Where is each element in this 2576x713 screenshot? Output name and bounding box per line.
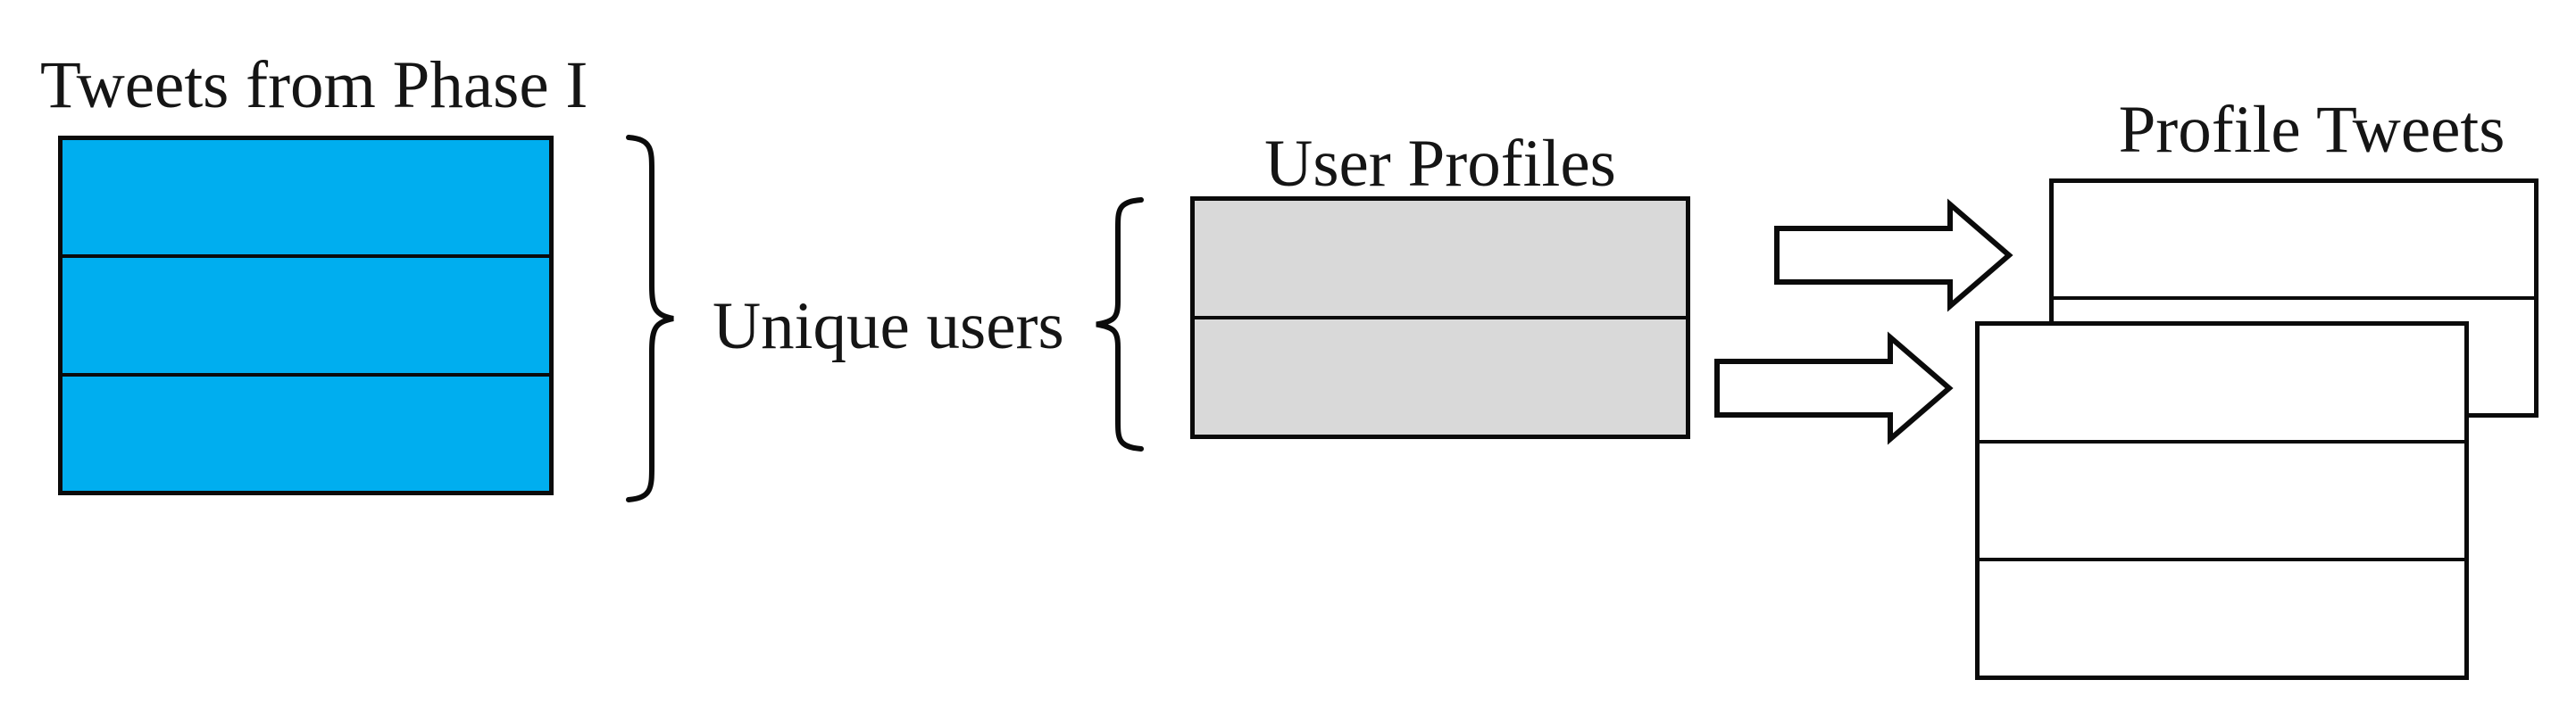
- left-curly-brace-icon: [1091, 196, 1145, 452]
- box-row: [63, 372, 549, 491]
- box-row: [1195, 316, 1686, 435]
- user-profiles-label: User Profiles: [1264, 127, 1616, 201]
- box-row: [1980, 326, 2464, 440]
- box-row: [1195, 201, 1686, 316]
- box-row: [2054, 296, 2534, 413]
- box-row: [1980, 558, 2464, 676]
- box-row: [2054, 183, 2534, 296]
- tweets-phase1-label: Tweets from Phase I: [40, 48, 588, 122]
- arrow-right-icon-top: [1774, 198, 2013, 312]
- box-row: [63, 254, 549, 372]
- tweets-phase1-box: [58, 136, 554, 495]
- arrow-right-icon-bottom: [1714, 331, 1954, 445]
- profile-tweets-box-front: [1975, 321, 2469, 680]
- unique-users-label: Unique users: [713, 289, 1064, 363]
- box-row: [1980, 440, 2464, 558]
- profile-tweets-label: Profile Tweets: [2118, 93, 2505, 167]
- box-row: [63, 140, 549, 254]
- right-curly-brace-icon: [625, 134, 679, 503]
- user-profiles-box: [1190, 196, 1690, 439]
